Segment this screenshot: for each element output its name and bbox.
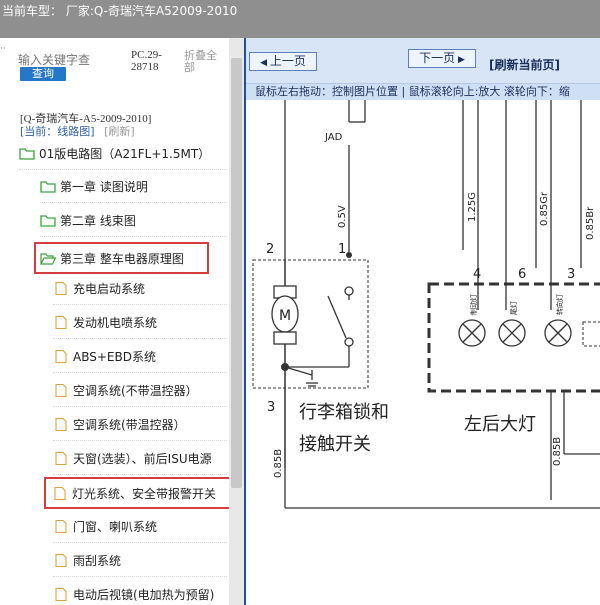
wire-label: 0.85Gr (539, 191, 550, 226)
current-model-title: 当前车型： 厂家:Q-奇瑞汽车A52009-2010 (2, 4, 238, 18)
tree-system-item[interactable]: 充电启动系统 (53, 273, 227, 305)
tree-system-label: 空调系统(不带温控器） (73, 384, 198, 398)
search-button[interactable]: 查询 (20, 67, 66, 81)
document-icon (55, 588, 67, 601)
document-icon (55, 520, 67, 533)
top-header: 当前车型： 厂家:Q-奇瑞汽车A52009-2010 (0, 0, 600, 38)
arrow-left-icon: ◀ (260, 58, 270, 68)
document-icon (55, 282, 67, 295)
tree-system-item[interactable]: 发动机电喷系统 (53, 307, 227, 339)
navigation-panel (0, 38, 244, 605)
next-page-button[interactable]: 下一页 ▶ (408, 49, 476, 68)
folder-icon (40, 215, 56, 227)
wire-label: 0.5V (337, 205, 348, 228)
document-icon (54, 486, 66, 500)
tree-chapter-label: 第二章 线束图 (60, 214, 136, 228)
panel-marker: ·· (0, 44, 6, 54)
refresh-page-button[interactable]: [刷新当前页] (489, 58, 560, 72)
previous-page-label: 上一页 (269, 54, 306, 68)
tree-chapter-item[interactable]: 第二章 线束图 (40, 205, 227, 237)
tree-system-item-selected[interactable]: 灯光系统、安全带报警开关 (44, 477, 232, 509)
tree-scrollbar-thumb[interactable] (231, 58, 242, 488)
tree-system-label: 雨刮系统 (73, 554, 122, 568)
collapse-all-link[interactable]: 折叠全部 (184, 49, 217, 74)
refresh-tree-link[interactable]: [刷新] (104, 125, 135, 138)
pin-label: 1 (338, 242, 346, 257)
tree-system-label: 电动后视镜(电加热为预留) (73, 588, 215, 602)
component-label: 接触开关 (299, 434, 371, 455)
diagram-viewer: ◀ 上一页 下一页 ▶ [刷新当前页] 鼠标左右拖动：控制图片位置 | 鼠标滚轮… (246, 38, 600, 605)
lamp-label: 制动灯 (469, 294, 478, 315)
tree-system-item[interactable]: 天窗(选装）、前后ISU电源 (53, 443, 227, 475)
tree-chapter-label: 第一章 读图说明 (60, 180, 148, 194)
document-icon (55, 350, 67, 363)
document-icon (55, 452, 67, 465)
document-icon (55, 316, 67, 329)
wire-label: 1.25G (467, 192, 478, 222)
tree-system-label: 发动机电喷系统 (73, 316, 158, 330)
document-icon (55, 554, 67, 567)
tree-system-label: 空调系统(带温控器） (73, 418, 186, 432)
wire-label: 0.85B (273, 449, 284, 478)
tree-system-label: 天窗(选装）、前后ISU电源 (73, 452, 212, 466)
next-page-label: 下一页 (419, 51, 456, 65)
wiring-diagram-svg: JAD 0.5V 1.25G 0.85Gr 0.85Br 0.85B 0.85B… (252, 100, 600, 509)
motor-symbol: M (279, 308, 291, 324)
tree-root-label: 01版电路图（A21FL+1.5MT） (39, 147, 211, 161)
pin-label: 3 (567, 267, 575, 282)
tree-system-item[interactable]: 电动后视镜(电加热为预留) (53, 579, 227, 605)
tree-system-item[interactable]: 空调系统(不带温控器） (53, 375, 227, 407)
tree-chapter-item[interactable]: 第一章 读图说明 (40, 171, 227, 203)
tree-system-label: 灯光系统、安全带报警开关 (72, 486, 217, 501)
component-label: 行李箱锁和 (299, 402, 389, 423)
pin-label: 2 (266, 242, 274, 257)
folder-icon (40, 181, 56, 193)
tree-chapter-label: 第三章 整车电器原理图 (60, 251, 184, 266)
keyword-search-input[interactable] (18, 52, 126, 68)
document-icon (55, 384, 67, 397)
viewer-toolbar: ◀ 上一页 下一页 ▶ [刷新当前页] (246, 38, 600, 83)
lamp-label: 转向灯 (555, 294, 564, 315)
lamp-label: 尾灯 (509, 301, 518, 315)
arrow-right-icon: ▶ (455, 55, 465, 65)
viewer-border (244, 38, 246, 605)
tree-system-label: 门窗、喇叭系统 (73, 520, 158, 534)
folder-icon (19, 148, 35, 160)
brand-line: [Q-奇瑞汽车-A5-2009-2010] (20, 113, 152, 125)
tree-system-item[interactable]: 空调系统(带温控器） (53, 409, 227, 441)
pin-label: 6 (518, 267, 526, 282)
document-icon (55, 418, 67, 431)
wire-label: 0.85Br (585, 206, 596, 240)
pin-label: 3 (267, 400, 275, 415)
tree-system-label: ABS+EBD系统 (73, 350, 156, 364)
connector-label: JAD (324, 132, 343, 143)
tree-system-item[interactable]: 门窗、喇叭系统 (53, 511, 227, 543)
folder-open-icon (40, 252, 56, 265)
tree-root-item[interactable]: 01版电路图（A21FL+1.5MT） (19, 138, 227, 170)
wire-label: 0.85B (552, 437, 563, 466)
tree-chapter-item-selected[interactable]: 第三章 整车电器原理图 (34, 242, 209, 274)
tree-system-item[interactable]: 雨刮系统 (53, 545, 227, 577)
viewer-hint-bar: 鼠标左右拖动：控制图片位置 | 鼠标滚轮向上:放大 滚轮向下：缩 (246, 83, 600, 100)
pc-code: PC.29-28718 (131, 49, 162, 73)
previous-page-button[interactable]: ◀ 上一页 (249, 52, 317, 71)
current-location-label: [当前：线路图] (20, 125, 95, 138)
current-location: [当前：线路图] [刷新] (20, 123, 135, 139)
tree-system-item[interactable]: ABS+EBD系统 (53, 341, 227, 373)
pin-label: 4 (473, 267, 481, 282)
tree-system-label: 充电启动系统 (73, 282, 146, 296)
component-label: 左后大灯 (464, 414, 536, 435)
wiring-diagram[interactable]: JAD 0.5V 1.25G 0.85Gr 0.85Br 0.85B 0.85B… (246, 100, 600, 605)
